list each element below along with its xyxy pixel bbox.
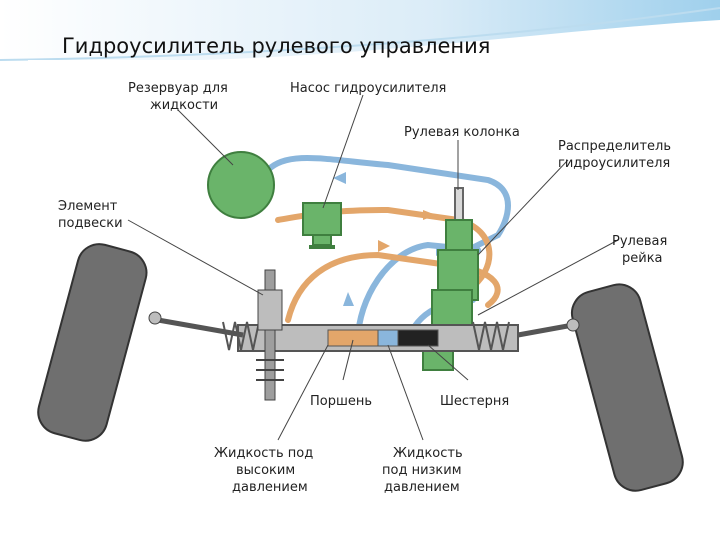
label-suspension: Элемент подвески [58,199,123,231]
label-high-pressure: Жидкость под высоким давлением [214,446,317,495]
label-distributor: Распределитель гидроусилителя [558,139,675,171]
label-steering-column: Рулевая колонка [404,125,520,140]
label-pinion: Шестерня [440,394,509,409]
right-wheel [570,283,684,492]
power-steering-diagram: Резервуар для жидкости Насос гидроусилит… [37,81,684,495]
left-wheel [37,243,148,442]
header-wave [0,0,720,62]
steering-rack [157,317,574,352]
flow-arrows [333,172,448,306]
label-piston: Поршень [310,394,372,409]
label-reservoir: Резервуар для жидкости [128,81,232,113]
label-low-pressure: Жидкость под низким давлением [382,446,467,495]
fluid-reservoir [207,151,275,219]
label-pump: Насос гидроусилителя [290,81,446,96]
label-rack: Рулевая рейка [612,234,671,266]
power-steering-pump [302,202,342,249]
leader-lines [127,94,619,441]
slide-title: Гидроусилитель рулевого управления [62,34,491,58]
suspension-element [256,269,284,401]
